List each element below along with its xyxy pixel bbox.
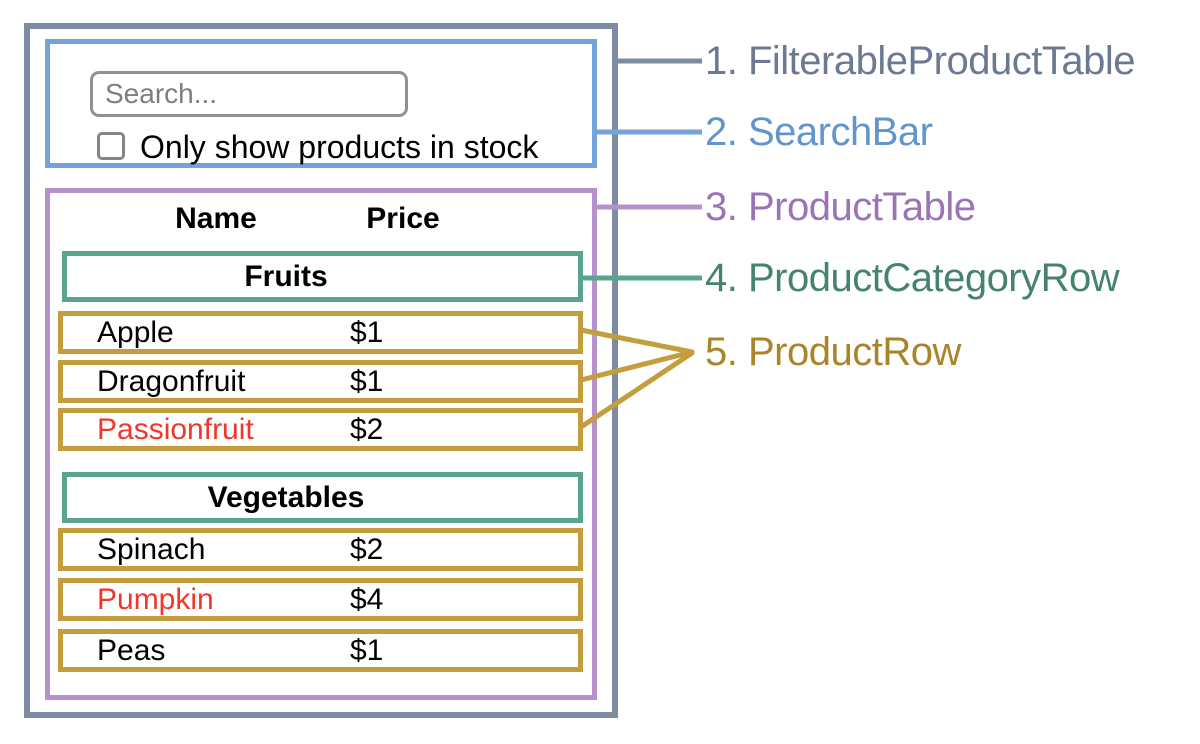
- product-row-passionfruit: Passionfruit $2: [58, 408, 583, 451]
- product-row-peas: Peas $1: [58, 629, 583, 672]
- product-name: Dragonfruit: [97, 365, 246, 398]
- product-category-row-fruits: Fruits: [62, 251, 583, 302]
- product-category-row-vegetables: Vegetables: [62, 472, 583, 523]
- in-stock-checkbox[interactable]: [97, 132, 125, 160]
- search-bar-box: [45, 39, 597, 168]
- legend-label-product-table: 3. ProductTable: [705, 185, 976, 229]
- product-row-spinach: Spinach $2: [58, 528, 583, 571]
- product-name: Passionfruit: [97, 413, 254, 446]
- product-row-apple: Apple $1: [58, 311, 583, 354]
- legend-label-product-category-row: 4. ProductCategoryRow: [705, 256, 1120, 300]
- column-header-name: Name: [175, 202, 257, 235]
- legend-label-filterable-product-table: 1. FilterableProductTable: [705, 39, 1135, 83]
- product-price: $2: [350, 413, 384, 446]
- category-label: Vegetables: [207, 481, 365, 514]
- category-label: Fruits: [244, 260, 328, 293]
- product-table-box: [45, 188, 597, 700]
- product-row-pumpkin: Pumpkin $4: [58, 578, 583, 621]
- in-stock-checkbox-label: Only show products in stock: [140, 129, 539, 165]
- product-name: Peas: [97, 634, 166, 667]
- product-row-dragonfruit: Dragonfruit $1: [58, 360, 583, 403]
- legend-label-search-bar: 2. SearchBar: [705, 110, 933, 154]
- product-price: $1: [350, 365, 384, 398]
- product-price: $4: [350, 583, 384, 616]
- product-price: $1: [350, 634, 384, 667]
- search-input[interactable]: [90, 71, 408, 117]
- product-name: Pumpkin: [97, 583, 214, 616]
- product-name: Apple: [97, 316, 174, 349]
- legend-label-product-row: 5. ProductRow: [705, 330, 961, 374]
- product-price: $1: [350, 316, 384, 349]
- product-price: $2: [350, 533, 384, 566]
- column-header-price: Price: [366, 202, 440, 235]
- product-name: Spinach: [97, 533, 206, 566]
